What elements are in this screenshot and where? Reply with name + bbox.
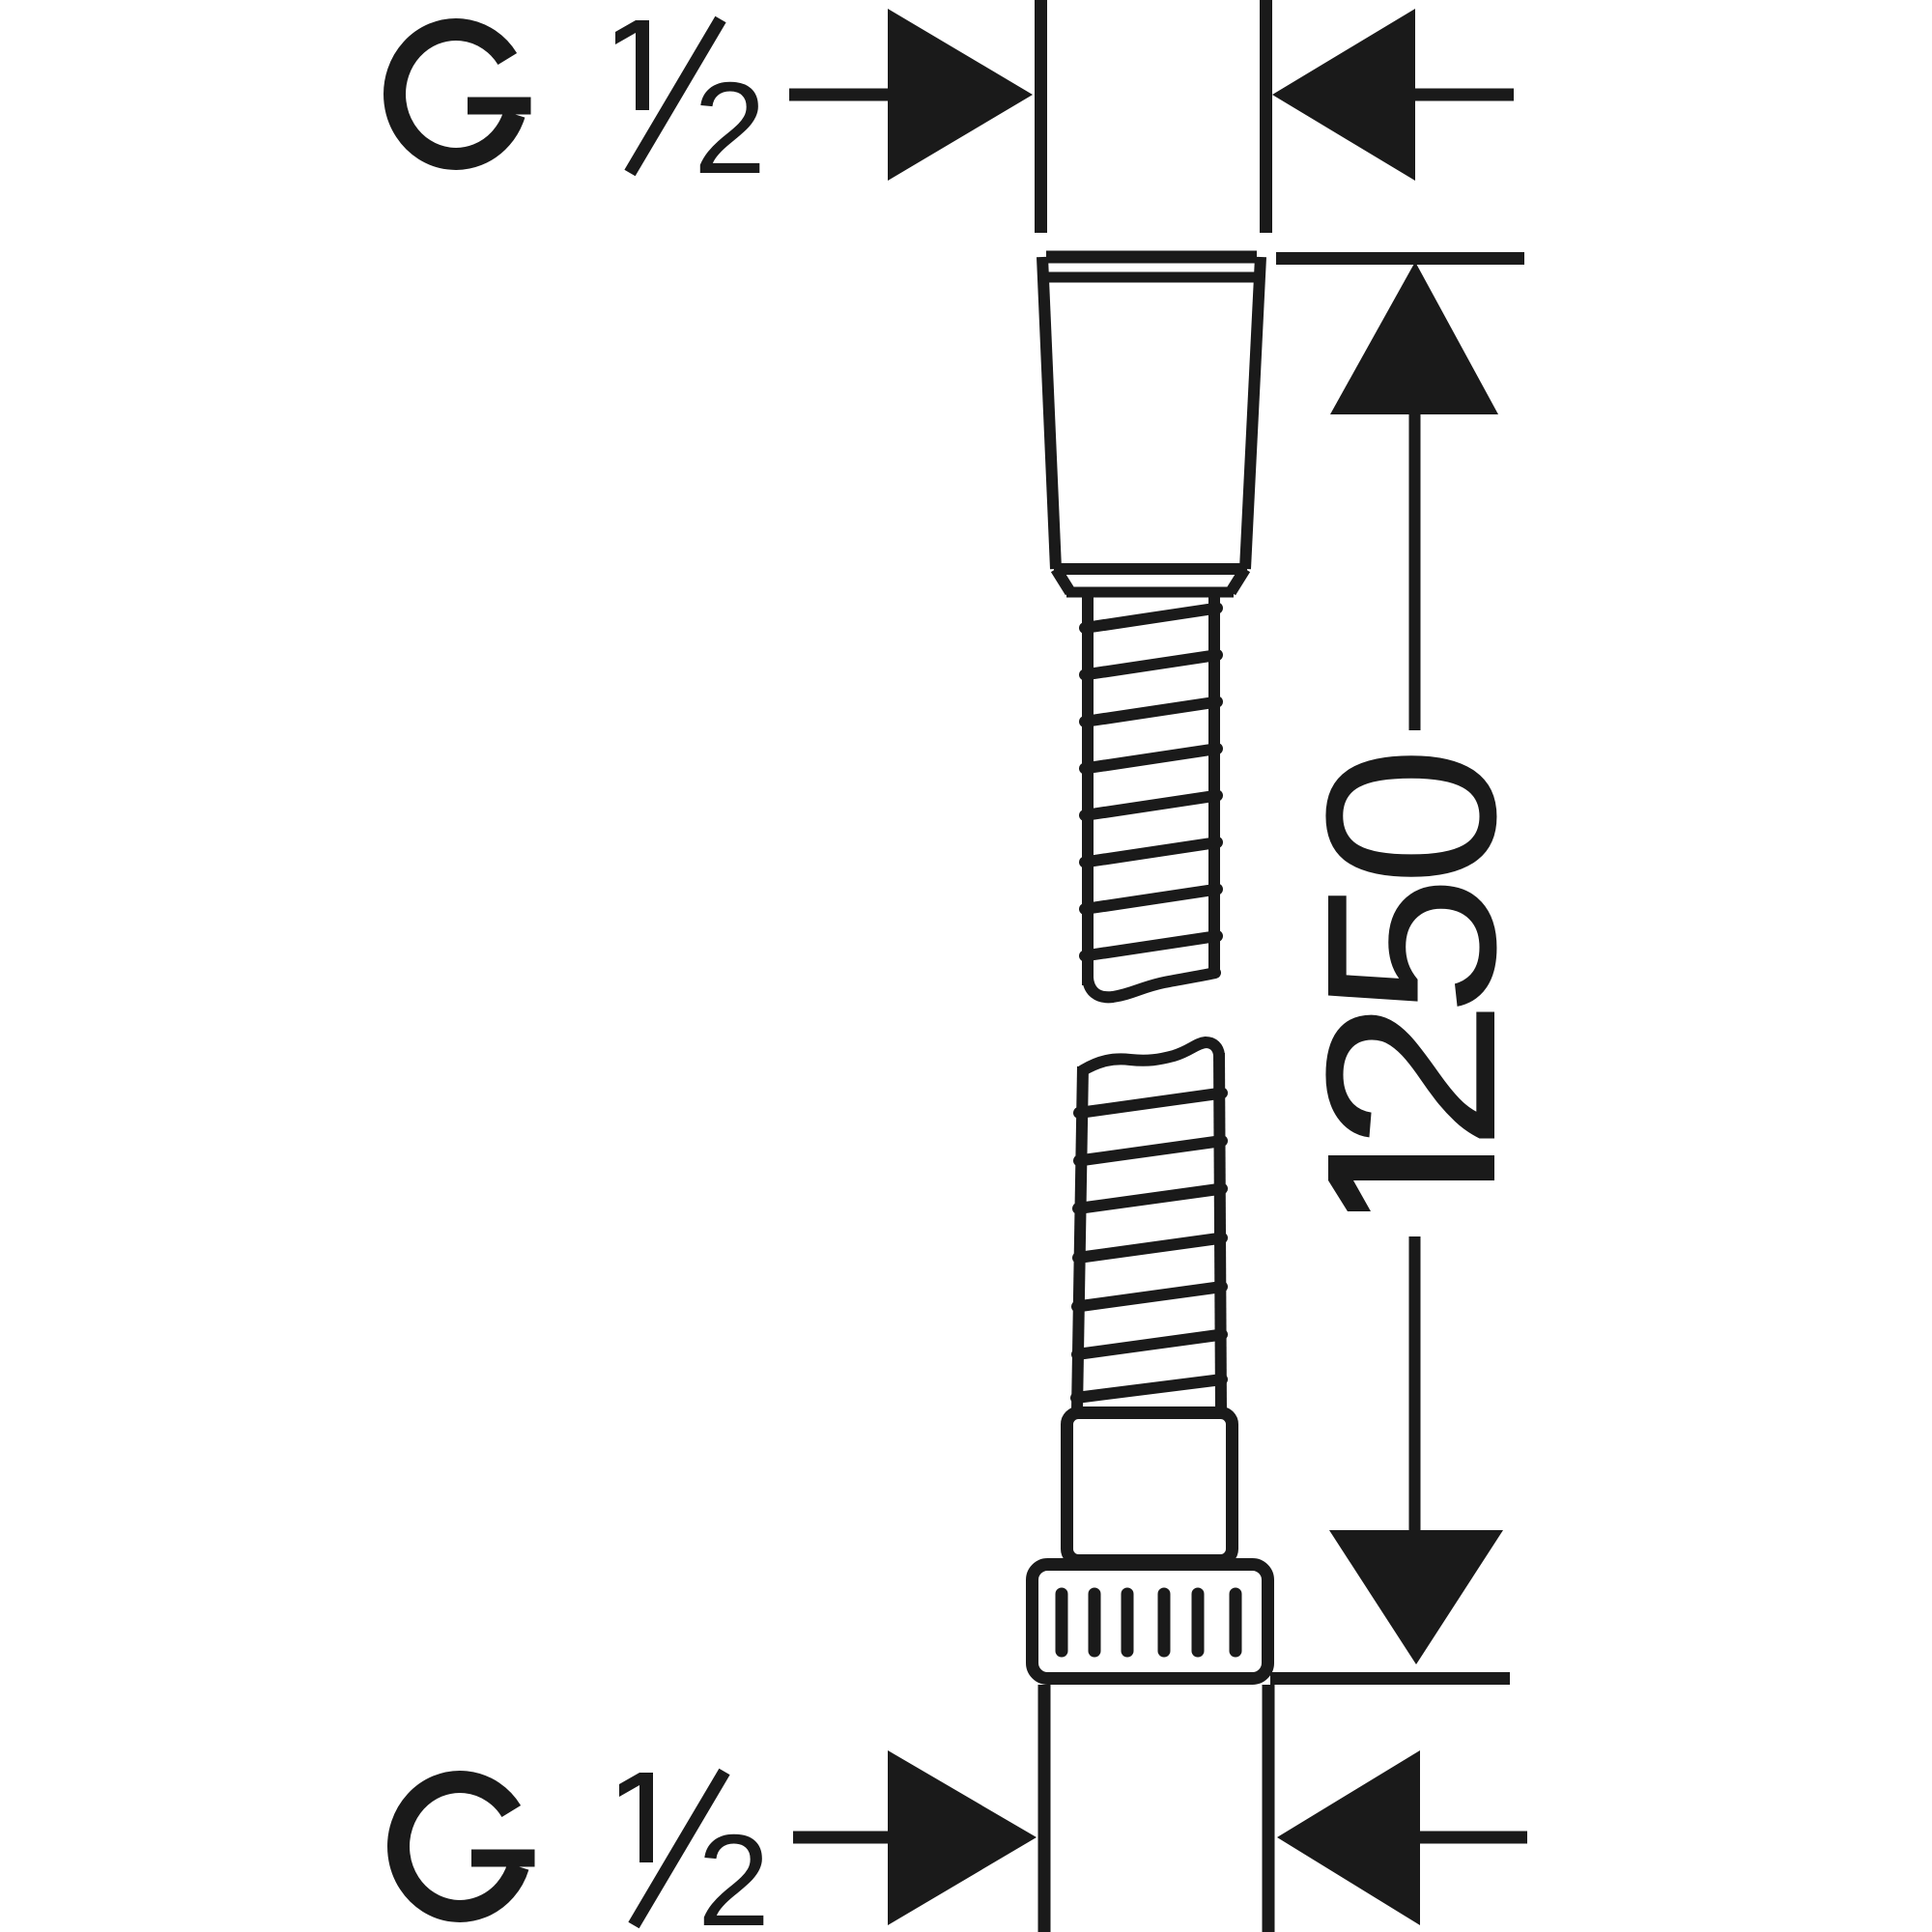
svg-text:2: 2: [697, 1807, 770, 1932]
svg-text:2: 2: [1276, 998, 1546, 1152]
svg-text:0: 0: [1276, 746, 1546, 887]
svg-text:2: 2: [694, 55, 766, 201]
svg-text:5: 5: [1276, 875, 1546, 1017]
